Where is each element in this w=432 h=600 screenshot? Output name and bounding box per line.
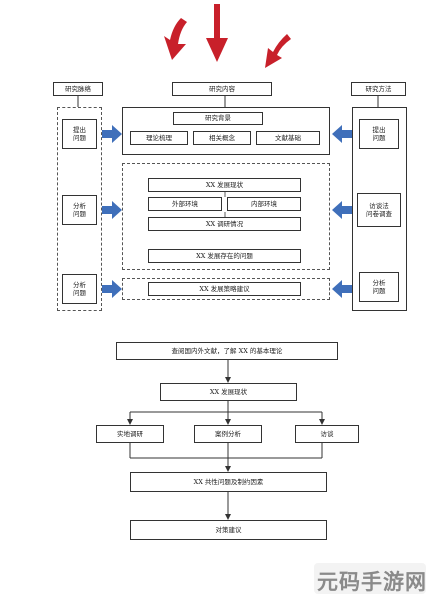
center-block-analysis [122, 163, 330, 270]
flow-step-status: XX 发展现状 [160, 383, 297, 401]
center-block-background [122, 107, 330, 155]
red-arrow-center [206, 4, 228, 62]
right-analyze-line2: 问题 [372, 287, 386, 295]
flow-step-problems: XX 共性问题及制约因素 [130, 472, 327, 492]
blue-arrow-r2 [332, 201, 352, 219]
right-analyze-box: 分析问题 [359, 272, 399, 302]
blue-arrow-r1 [332, 125, 352, 143]
flow-branch-case: 案例分析 [194, 425, 262, 443]
red-arrows [164, 4, 291, 68]
problems-box: XX 发展存在的问题 [148, 249, 301, 263]
col-title-center: 研究内容 [172, 82, 272, 96]
left-analyze-box-1: 分析问题 [62, 195, 97, 225]
left-analyze2-line2: 问题 [73, 289, 86, 297]
background-box: 研究背景 [173, 112, 263, 125]
strategy-box: XX 发展策略建议 [148, 282, 301, 296]
red-arrow-left [164, 18, 187, 60]
right-propose-line2: 问题 [372, 134, 386, 142]
left-propose-line1: 提出 [73, 125, 86, 134]
center-block-strategy [122, 278, 330, 300]
col-title-right: 研究方法 [351, 82, 406, 96]
right-propose-box: 提出问题 [359, 119, 399, 149]
blue-arrow-r3 [332, 280, 352, 298]
left-column-frame [57, 107, 102, 311]
col-title-left: 研究脉络 [53, 82, 103, 96]
left-analyze1-line2: 问题 [73, 210, 86, 218]
right-propose-line1: 提出 [372, 125, 386, 134]
external-box: 外部环境 [148, 197, 222, 211]
flow-branch-interview: 访谈 [295, 425, 359, 443]
left-propose-line2: 问题 [73, 134, 86, 142]
internal-box: 内部环境 [227, 197, 301, 211]
left-analyze1-line1: 分析 [73, 201, 86, 210]
left-analyze2-line1: 分析 [73, 280, 86, 289]
blue-arrow-l3 [102, 280, 122, 298]
flow-step-literature: 查阅国内外文献，了解 XX 的基本理论 [116, 342, 338, 360]
flow-branch-fieldwork: 实地调研 [96, 425, 164, 443]
theory-box: 理论梳理 [130, 131, 188, 145]
red-arrow-right [265, 34, 291, 68]
right-analyze-line1: 分析 [372, 278, 386, 287]
survey-status-box: XX 调研情况 [148, 217, 301, 231]
right-methods-line2: 问卷调查 [366, 210, 392, 218]
flow-step-suggestions: 对策建议 [130, 520, 327, 540]
blue-arrow-l1 [102, 125, 122, 143]
blue-arrow-l2 [102, 201, 122, 219]
right-column-frame [352, 107, 407, 311]
blue-arrows [102, 125, 352, 298]
literature-box: 文献基础 [256, 131, 320, 145]
left-propose-box: 提出问题 [62, 119, 97, 149]
watermark-text: 元码手游网 [317, 570, 427, 594]
concepts-box: 相关概念 [193, 131, 251, 145]
right-methods-box: 访谈法问卷调查 [357, 193, 401, 227]
status-box: XX 发展现状 [148, 178, 301, 192]
left-analyze-box-2: 分析问题 [62, 274, 97, 304]
right-methods-line1: 访谈法 [369, 201, 389, 210]
watermark-backdrop [314, 563, 426, 594]
